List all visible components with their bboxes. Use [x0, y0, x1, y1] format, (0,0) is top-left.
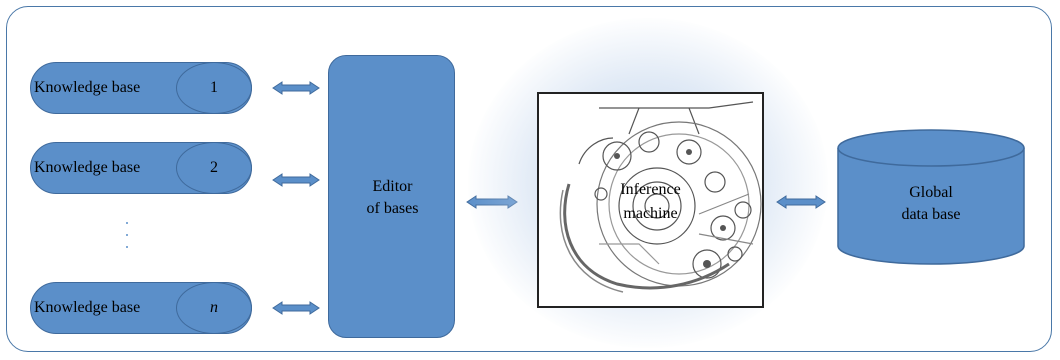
mechanism-illustration: [559, 101, 762, 293]
knowledge-base-index: 1: [210, 79, 218, 96]
knowledge-base-label: Knowledge base: [34, 79, 141, 96]
double-arrow-kb1-editor: [272, 81, 320, 95]
double-arrow-kbn-editor: [272, 301, 320, 315]
double-arrow-kb2-editor: [272, 173, 320, 187]
knowledge-base-cap: [176, 62, 252, 114]
vertical-ellipsis: [124, 222, 130, 258]
editor-label-line1: Editor: [372, 177, 413, 195]
inference-machine: Inference machine: [537, 92, 764, 308]
database-label-line1: Global: [909, 184, 953, 201]
inference-label-line2: machine: [623, 205, 678, 222]
editor-label-line2: of bases: [366, 199, 419, 217]
knowledge-base-label: Knowledge base: [34, 299, 141, 316]
knowledge-base-cap: [176, 282, 252, 334]
database-icon: [837, 129, 1025, 265]
knowledge-base-1: Knowledge base 1: [30, 62, 252, 114]
diagram-frame: [6, 6, 1052, 352]
knowledge-base-cap: [176, 142, 252, 194]
global-database-cylinder: Global data base: [836, 128, 1026, 268]
knowledge-base-label: Knowledge base: [34, 159, 141, 176]
database-label-line2: data base: [901, 206, 961, 223]
double-arrow-inference-database: [776, 195, 826, 209]
knowledge-base-2: Knowledge base 2: [30, 142, 252, 194]
knowledge-base-index: n: [210, 299, 218, 316]
knowledge-base-index: 2: [210, 159, 218, 176]
knowledge-base-n: Knowledge base n: [30, 282, 252, 334]
inference-label-line1: Inference: [620, 181, 681, 198]
editor-of-bases: Editor of bases: [328, 55, 455, 338]
